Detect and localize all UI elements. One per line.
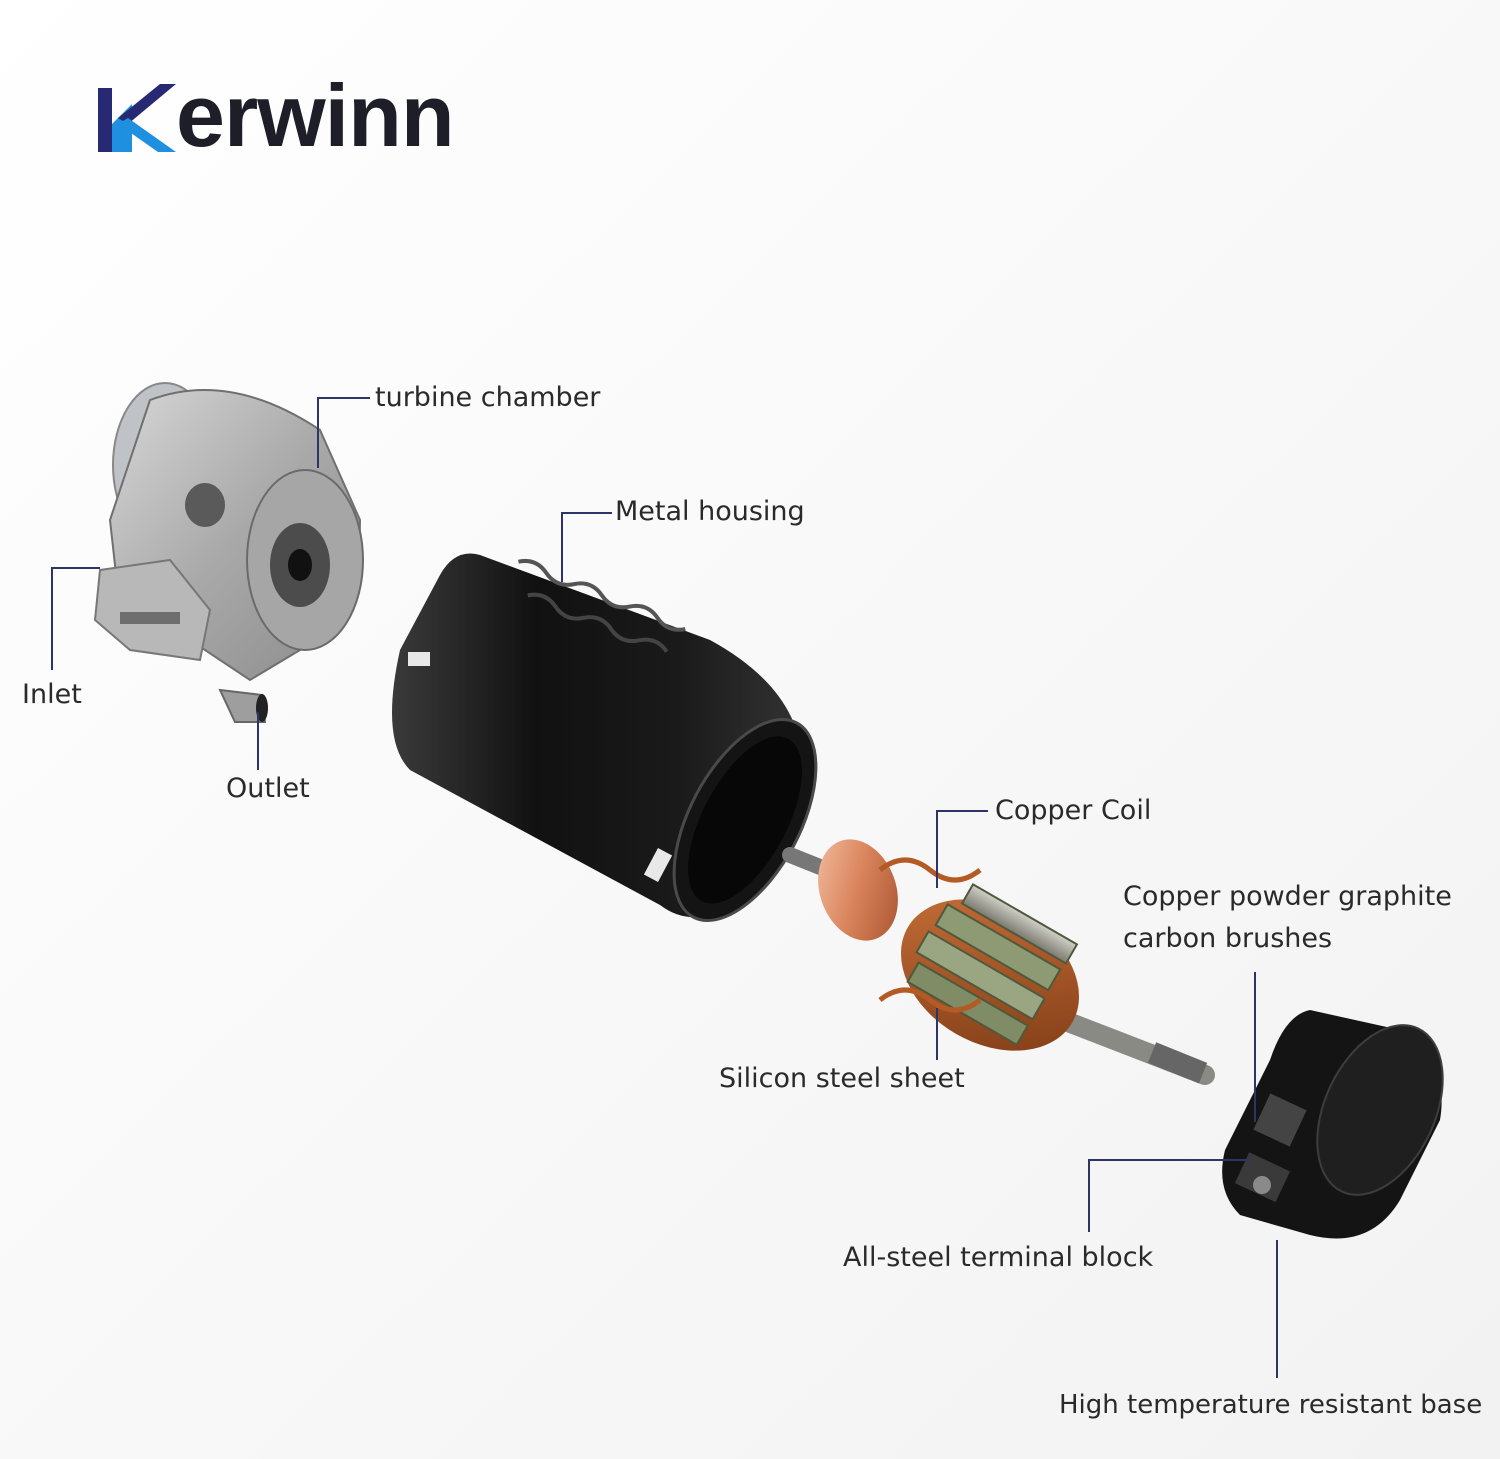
callout-line-terminal-block [1088,1159,1250,1232]
armature-rotor-part [782,839,1215,1085]
logo-k-mark [98,84,176,152]
label-outlet: Outlet [226,773,310,804]
metal-housing-part [392,553,818,922]
logo-wordmark: erwinn [176,66,455,165]
callout-line-inlet [51,567,100,670]
label-terminal-block: All-steel terminal block [843,1242,1154,1273]
label-metal-housing: Metal housing [615,496,805,527]
label-inlet: Inlet [22,679,82,710]
label-copper-coil: Copper Coil [995,795,1152,826]
callout-lines [51,397,1278,1378]
turbine-chamber-part [93,382,364,723]
label-carbon-brushes-line2: carbon brushes [1123,923,1333,954]
callout-line-copper-coil [936,810,988,888]
label-turbine-chamber: turbine chamber [375,382,601,413]
brush-holder-base-part [1222,1010,1444,1239]
label-silicon-steel-sheet: Silicon steel sheet [719,1063,965,1094]
label-resistant-base: High temperature resistant base [1059,1390,1483,1420]
label-carbon-brushes-line1: Copper powder graphite [1123,881,1452,912]
callout-line-turbine-chamber [317,397,370,468]
callout-line-metal-housing [561,512,612,582]
